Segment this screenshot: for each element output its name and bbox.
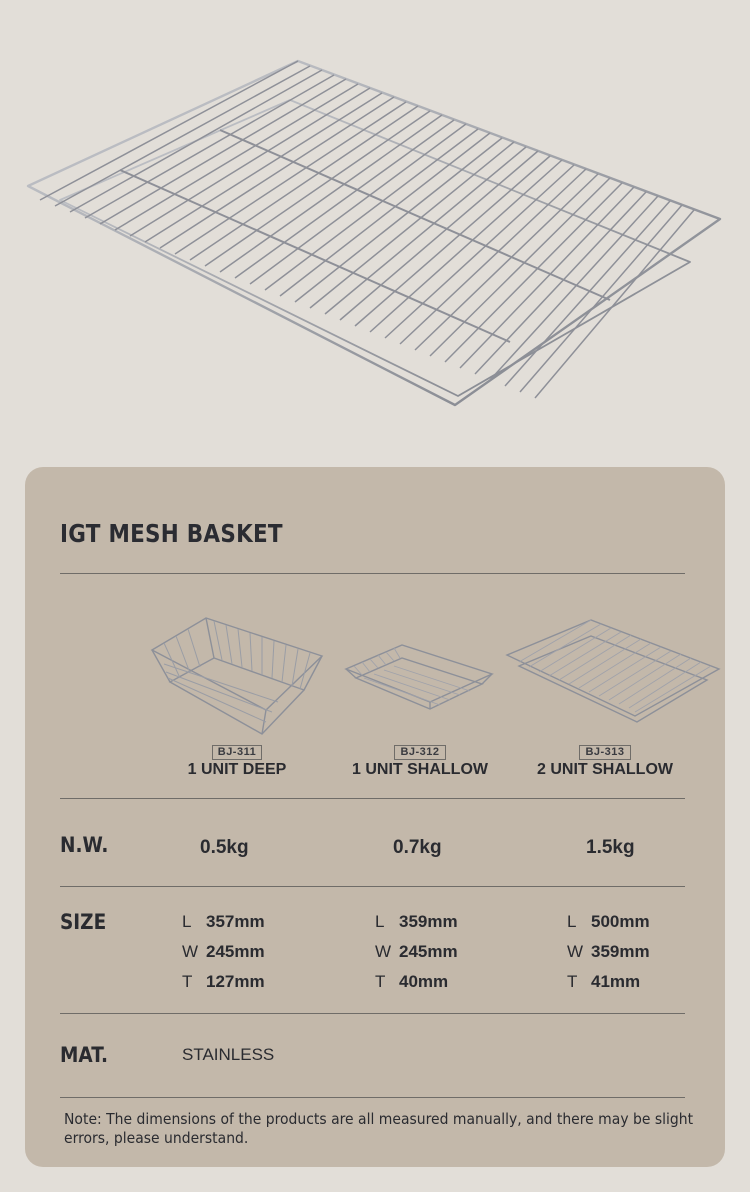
- divider: [60, 1013, 685, 1014]
- thickness-value: 41mm: [591, 972, 641, 991]
- nw-value: 0.7kg: [393, 837, 442, 858]
- length-value: 359mm: [399, 912, 458, 931]
- product-bj-311: BJ-311 1 UNIT DEEP: [137, 612, 337, 779]
- divider: [60, 1097, 685, 1098]
- nw-value: 1.5kg: [586, 837, 635, 858]
- product-name: 2 UNIT SHALLOW: [537, 761, 673, 778]
- shallow-wire-basket-icon: [344, 644, 494, 710]
- width-value: 245mm: [206, 942, 265, 961]
- product-bj-312: BJ-312 1 UNIT SHALLOW: [320, 612, 520, 779]
- product-code: BJ-311: [211, 745, 263, 760]
- card-title: IGT MESH BASKET: [60, 519, 283, 548]
- thickness-value: 40mm: [399, 972, 449, 991]
- disclaimer-note: Note: The dimensions of the products are…: [64, 1110, 694, 1147]
- wire-basket-icon: [26, 59, 722, 407]
- divider: [60, 798, 685, 799]
- thickness-value: 127mm: [206, 972, 265, 991]
- product-code: BJ-313: [579, 745, 631, 760]
- hero-product-image: [0, 0, 750, 460]
- deep-wire-basket-icon: [150, 617, 324, 735]
- width-value: 359mm: [591, 942, 650, 961]
- mat-value: STAINLESS: [182, 1045, 275, 1064]
- nw-label: N.W.: [60, 833, 109, 857]
- product-bj-313: BJ-313 2 UNIT SHALLOW: [505, 612, 721, 779]
- wide-shallow-wire-basket-icon: [505, 619, 721, 723]
- product-code: BJ-312: [394, 745, 446, 760]
- product-name: 1 UNIT SHALLOW: [352, 761, 488, 778]
- width-value: 245mm: [399, 942, 458, 961]
- spec-card: IGT MESH BASKET BJ-311 1 UNIT DEEP: [25, 467, 725, 1167]
- divider: [60, 573, 685, 574]
- mat-label: MAT.: [60, 1043, 109, 1067]
- length-value: 500mm: [591, 912, 650, 931]
- length-value: 357mm: [206, 912, 265, 931]
- size-label: SIZE: [60, 910, 107, 934]
- nw-value: 0.5kg: [200, 837, 249, 858]
- product-name: 1 UNIT DEEP: [187, 761, 287, 778]
- divider: [60, 886, 685, 887]
